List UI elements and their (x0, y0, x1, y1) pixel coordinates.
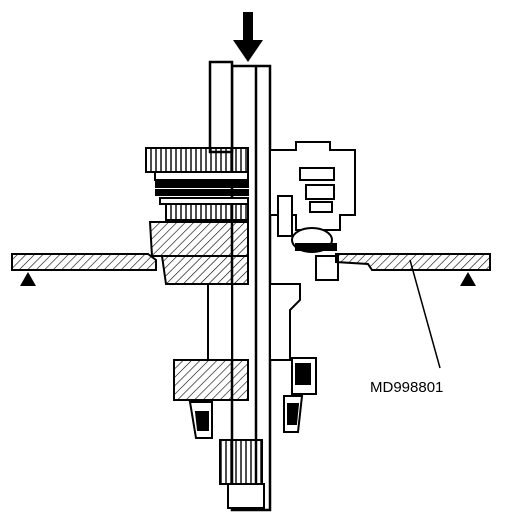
leader-line (409, 259, 441, 369)
synchronizer-assembly (269, 141, 356, 237)
output-spline (219, 439, 265, 509)
main-shaft (208, 60, 272, 512)
support-triangle-icon (460, 272, 476, 286)
lower-bearing (188, 395, 304, 439)
tool-label: MD998801 (370, 379, 443, 396)
main-gear (148, 221, 249, 285)
press-arrow-icon (233, 12, 263, 62)
lower-shaft (207, 283, 301, 361)
upper-gear (145, 147, 249, 221)
tool-plate (11, 253, 491, 271)
support-triangle-icon (20, 272, 36, 286)
bearing (291, 227, 339, 281)
lower-gear (173, 357, 317, 401)
